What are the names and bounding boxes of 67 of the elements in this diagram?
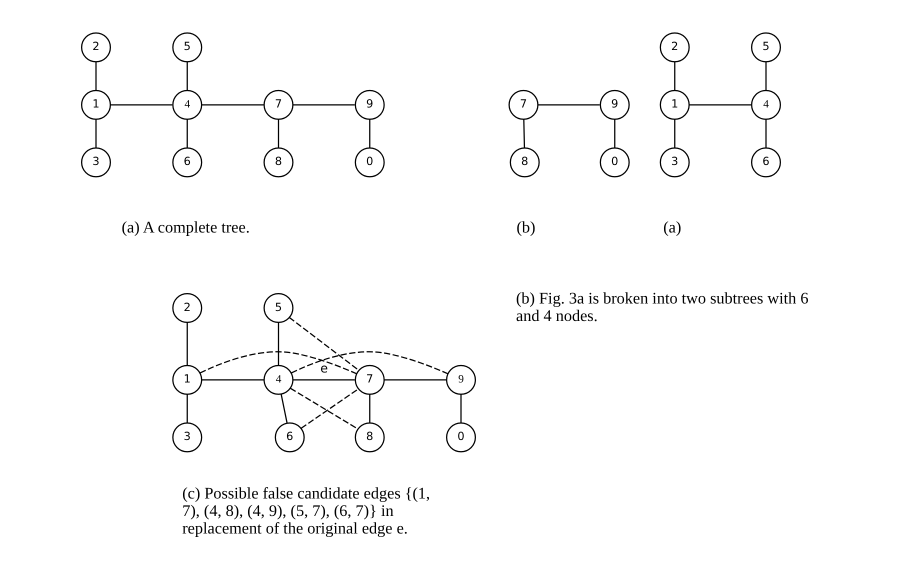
connector (614, 119, 615, 148)
node-circle: 1 (80, 90, 110, 120)
connector (201, 104, 264, 106)
node-circle: 4 (263, 364, 293, 395)
node-circle: 3 (172, 422, 202, 452)
connector (292, 379, 354, 380)
node-circle: 0 (354, 147, 384, 178)
node-circle: 7 (508, 90, 538, 120)
connector (186, 62, 188, 90)
connector (674, 62, 675, 90)
label: (b) Fig. 3a is broken into two subtrees with 6 and 4 nodes. (516, 290, 808, 325)
connector (288, 316, 358, 370)
connector (290, 351, 448, 374)
connector (94, 62, 96, 90)
node-circle: 1 (172, 364, 202, 395)
node-circle: 8 (509, 147, 540, 178)
node-circle: 0 (446, 422, 476, 452)
connector (110, 104, 172, 106)
connector (764, 62, 766, 90)
node-circle: 3 (80, 147, 110, 178)
connector (186, 119, 188, 148)
node-circle: 6 (750, 147, 780, 178)
node-circle: 3 (659, 147, 690, 178)
node-circle: 4 (750, 90, 780, 120)
connector (277, 119, 279, 148)
node-circle: 5 (750, 32, 780, 62)
connector (460, 394, 462, 423)
connector (186, 394, 188, 423)
connector (384, 379, 446, 380)
connector (764, 119, 766, 148)
label: (a) A complete tree. (121, 218, 250, 236)
node-circle: 9 (446, 364, 476, 395)
connector (674, 119, 675, 148)
connector (368, 394, 370, 423)
node-circle: 7 (354, 364, 384, 395)
connector (300, 388, 358, 429)
node-circle: 9 (599, 90, 630, 120)
node-circle: 4 (172, 90, 202, 120)
connector (522, 119, 525, 148)
node-circle: 5 (172, 32, 202, 62)
node-circle: 1 (659, 90, 690, 120)
node-circle: 0 (599, 147, 630, 178)
node-circle: 6 (274, 422, 304, 452)
node-circle: 8 (354, 422, 384, 452)
connector (280, 394, 288, 424)
label: (c) Possible false candidate edges {(1, 7), (4, 8), (4, 9), (5, 7), (6, 7)} in replacement of the original edge e. (182, 484, 430, 538)
connector (292, 104, 354, 106)
node-circle: 8 (263, 147, 293, 178)
connector (94, 119, 96, 148)
connector (277, 322, 279, 366)
node-circle: 2 (80, 32, 110, 62)
connector (199, 351, 356, 374)
connector (290, 388, 358, 430)
node-circle: 9 (354, 90, 384, 120)
node-circle: 6 (172, 147, 202, 178)
connector (538, 104, 600, 106)
connector (368, 119, 370, 148)
node-circle: 2 (172, 293, 202, 323)
connector (688, 104, 751, 106)
connector (186, 322, 188, 366)
node-circle: 5 (263, 293, 293, 323)
node-circle: 7 (263, 90, 293, 120)
connector (201, 379, 264, 380)
label: (a) (662, 218, 681, 236)
node-circle: 2 (659, 32, 690, 62)
label: (b) (516, 218, 535, 236)
edge-label: e (320, 360, 328, 376)
